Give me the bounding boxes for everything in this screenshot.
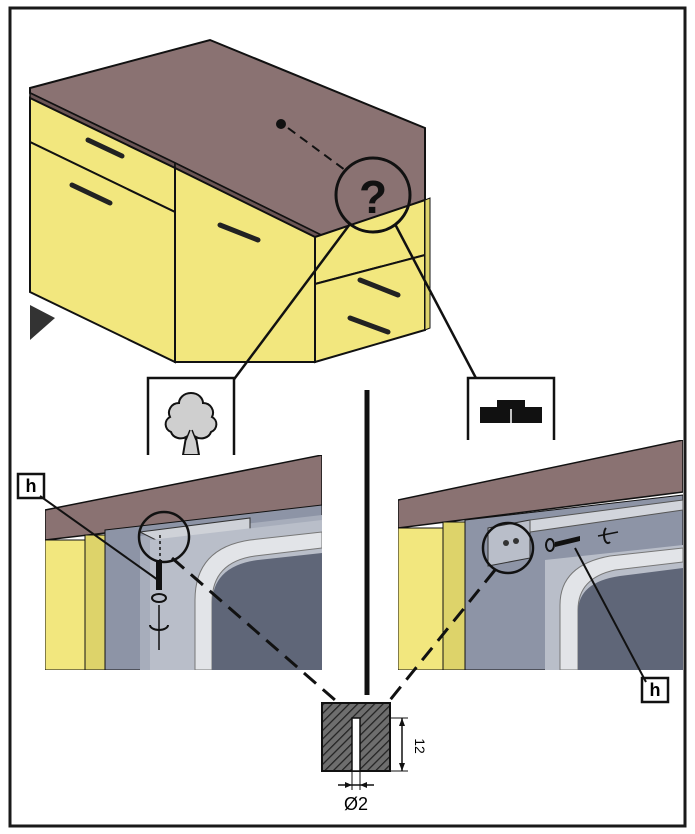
diameter-dimension: Ø2 [344, 794, 368, 814]
plinth-shadow [30, 305, 55, 340]
section-leader-right [388, 569, 497, 701]
h-label-right: h [650, 680, 661, 700]
leader-to-wood [230, 223, 352, 383]
kitchen-cabinet: ? [29, 38, 480, 383]
left-detail [45, 455, 322, 670]
cabinet-side [424, 197, 431, 331]
leader-to-stone [393, 223, 480, 383]
right-zoom-circle [481, 521, 535, 575]
section-leader-left [171, 556, 336, 702]
h-label-left: h [26, 476, 37, 496]
question-circle [334, 156, 412, 234]
left-zoom-circle [137, 510, 191, 564]
cabinet-handles [69, 137, 401, 335]
depth-dimension: 12 [412, 738, 428, 754]
question-icon: ? [359, 171, 387, 223]
hole-leader [287, 127, 346, 171]
h-label-left-box [16, 472, 46, 500]
pilot-hole [351, 717, 361, 772]
stone-slab-icon [480, 400, 542, 423]
wood-material-box [146, 376, 236, 462]
h-leader-right [574, 547, 647, 683]
hole-section-view: 12 Ø2 [321, 702, 428, 814]
h-label-right-box [640, 676, 670, 704]
hole-marker [276, 119, 286, 129]
h-leader-left [39, 495, 159, 581]
